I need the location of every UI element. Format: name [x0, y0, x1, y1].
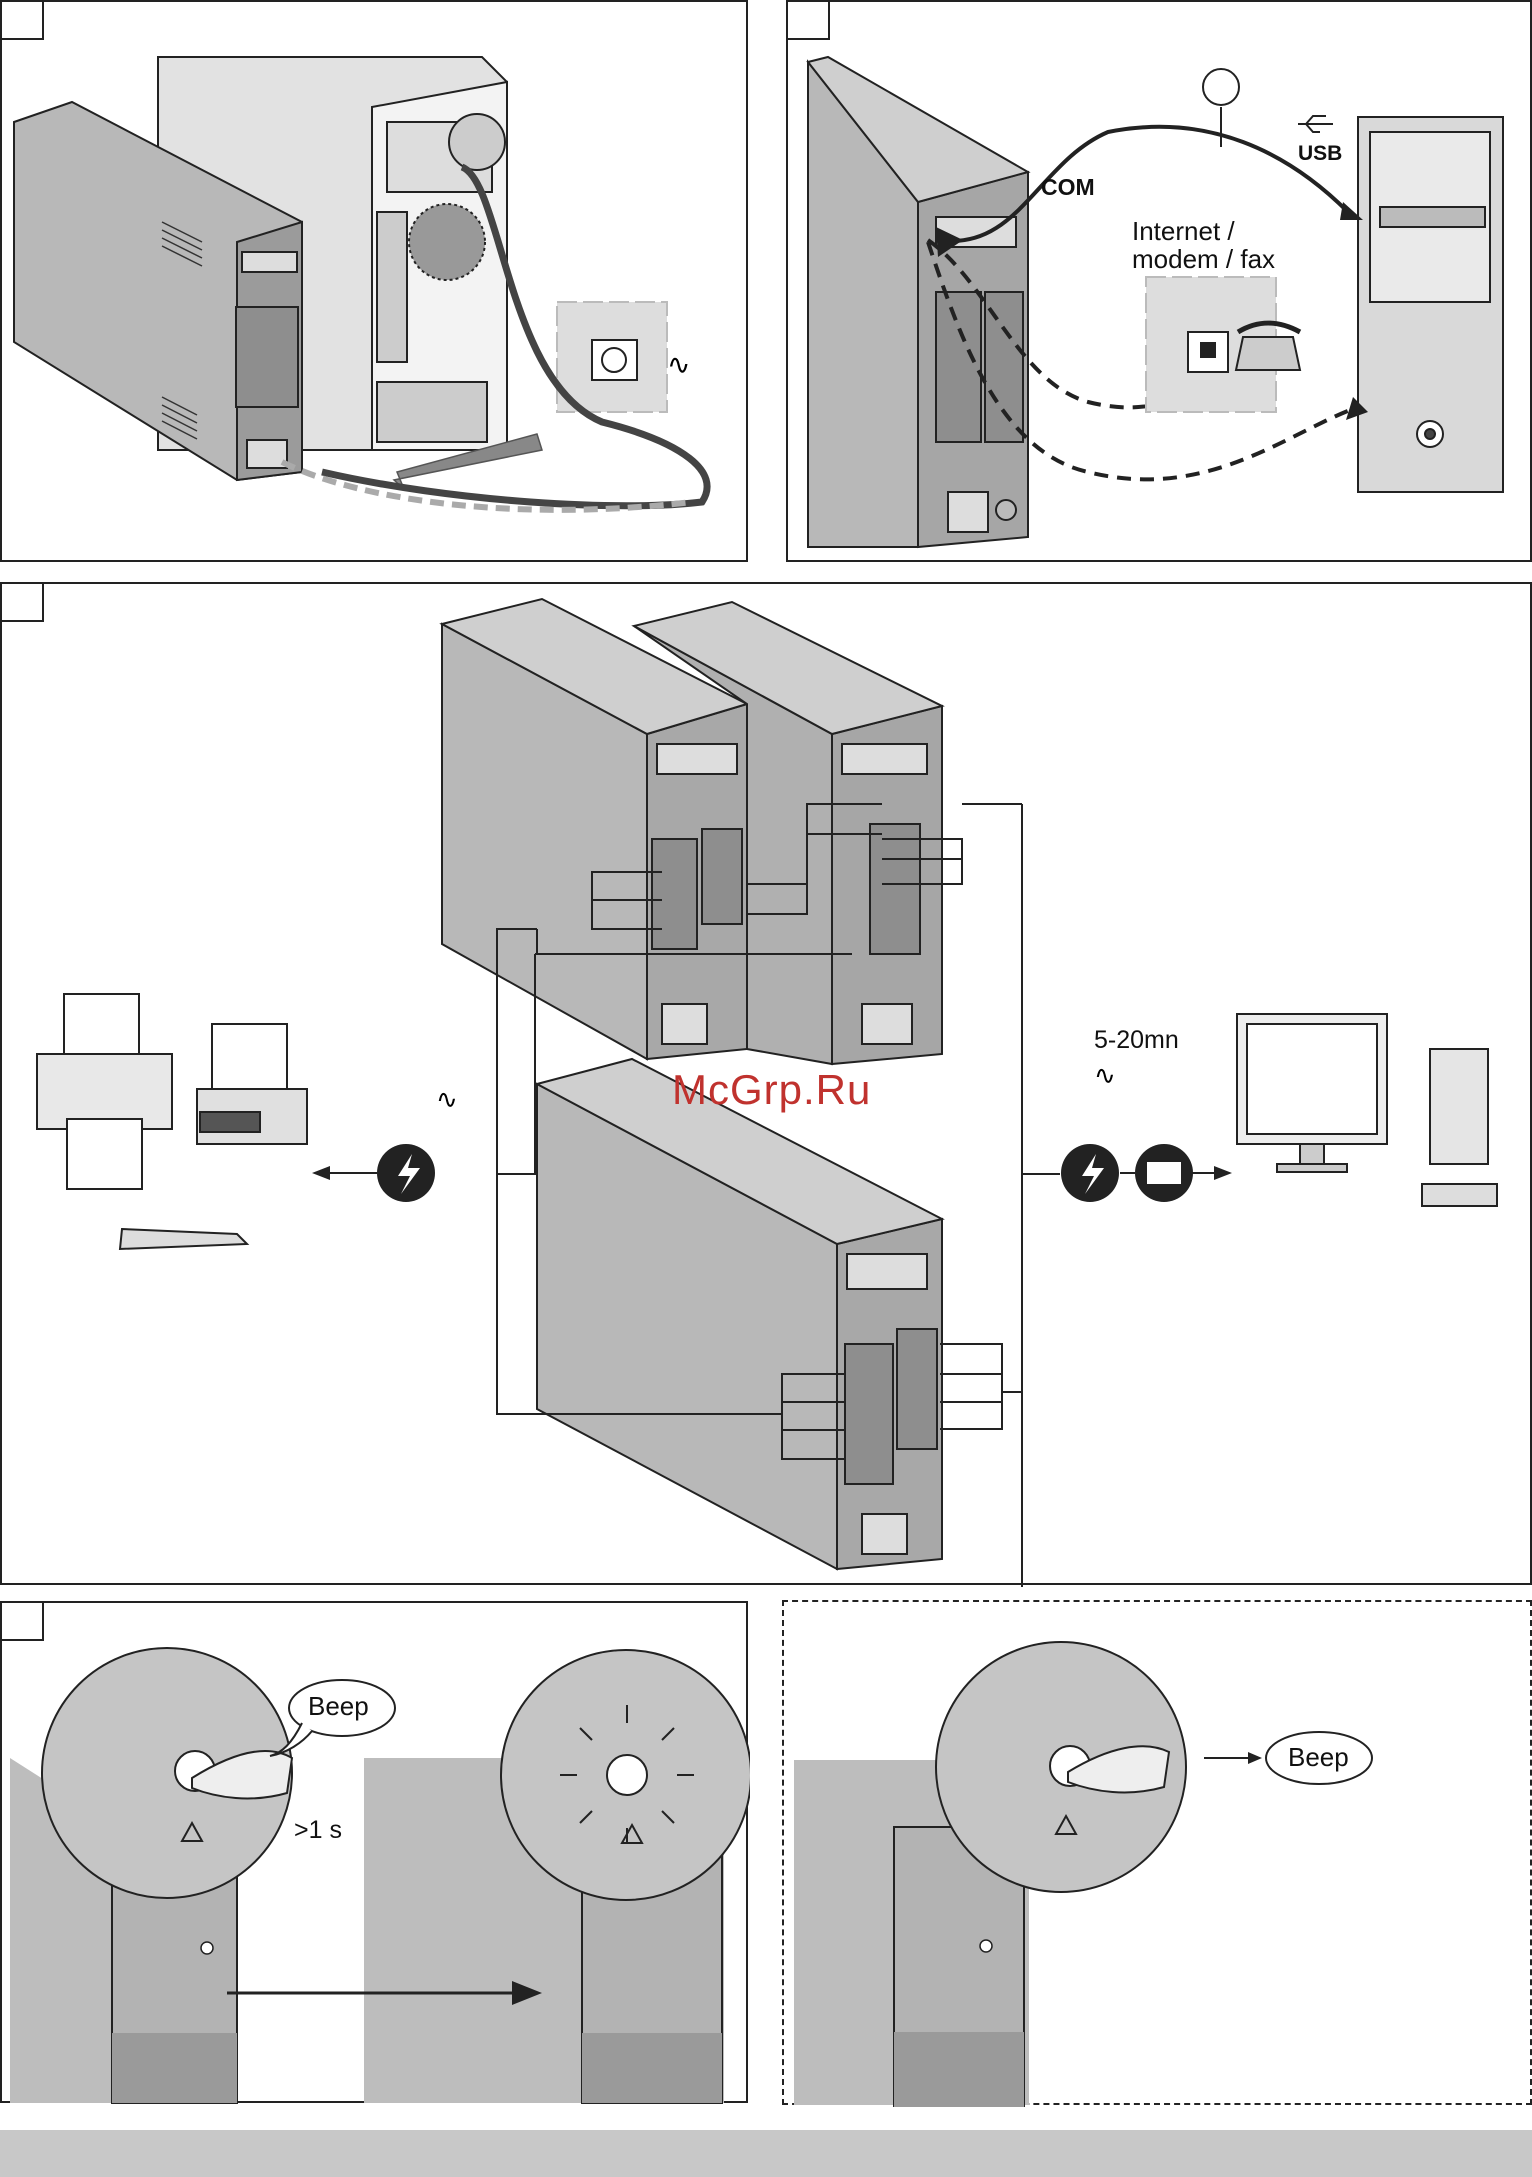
pc-tower [1358, 117, 1503, 492]
com-label: COM [1041, 174, 1095, 201]
watermark: McGrp.Ru [672, 1066, 871, 1114]
usb-icon [1298, 116, 1333, 132]
arrow-icon [1248, 1752, 1262, 1764]
panel-power-connection: ∿ [0, 0, 748, 562]
beep-label: Beep [308, 1691, 369, 1722]
footer-bar [0, 2130, 1532, 2177]
ac-symbol: ∿ [436, 1085, 458, 1115]
usb-label: USB [1298, 142, 1342, 166]
ups-unit-bottom [537, 1059, 942, 1569]
modem-label-line2: modem / fax [1132, 244, 1275, 275]
antenna-icon [1203, 69, 1239, 105]
beep-illustration [784, 1602, 1532, 2107]
printer-icon [37, 994, 172, 1189]
monitor-icon [1237, 1014, 1387, 1172]
pc-tower-icon [1422, 1049, 1497, 1206]
power-button-icon [607, 1755, 647, 1795]
press-duration-label: >1 s [294, 1816, 342, 1845]
wall-socket [557, 302, 667, 412]
beep-label: Beep [1288, 1742, 1349, 1773]
power-connection-illustration: ∿ [2, 2, 750, 564]
ac-symbol-right: ∿ [1094, 1061, 1116, 1091]
power-on-illustration [2, 1603, 750, 2105]
panel-beep: Beep [782, 1600, 1532, 2105]
scanner-icon [120, 1229, 247, 1249]
fax-icon [197, 1024, 307, 1144]
ups-unit [808, 57, 1028, 547]
panel-power-on: Beep >1 s [0, 1601, 748, 2103]
ac-symbol: ∿ [667, 348, 690, 381]
panel-communication: COM USB Internet / modem / fax [786, 0, 1532, 562]
backup-time-label: 5-20mn [1094, 1026, 1179, 1055]
modem-label-line1: Internet / [1132, 216, 1235, 247]
communication-illustration [788, 2, 1532, 564]
